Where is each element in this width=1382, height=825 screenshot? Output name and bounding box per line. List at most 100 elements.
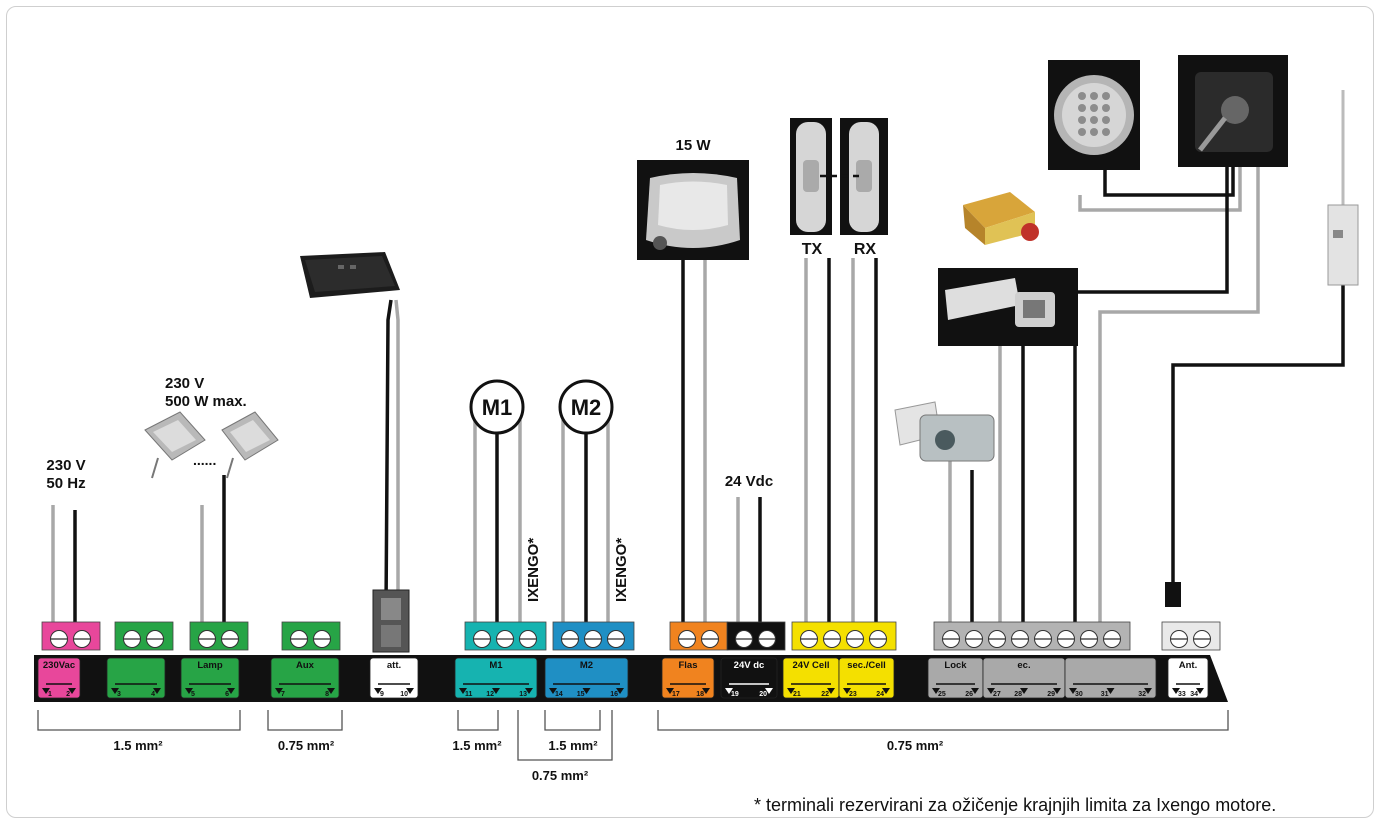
screw-terminal xyxy=(496,630,514,648)
wire xyxy=(1103,160,1235,197)
screw-terminal xyxy=(50,630,68,648)
strip-module: 24V dc 19 20 xyxy=(720,657,778,699)
screw-terminal xyxy=(519,630,537,648)
lamp-label-bottom: 500 W max. xyxy=(165,393,247,410)
terminal-number: 1 xyxy=(48,691,52,698)
flashing-light-icon xyxy=(637,160,749,260)
screw-terminal xyxy=(988,630,1006,648)
antenna-icon xyxy=(1327,90,1359,286)
strip-module-label: Aux xyxy=(296,660,315,671)
terminal-number: 20 xyxy=(759,691,767,698)
screw-terminal xyxy=(198,630,216,648)
bracket xyxy=(37,710,241,731)
power-label-top: 230 V xyxy=(46,457,85,474)
tx-label: TX xyxy=(802,241,823,258)
screw-terminal xyxy=(1080,630,1098,648)
screw-terminal xyxy=(1057,630,1075,648)
terminal-number: 19 xyxy=(731,691,739,698)
wire xyxy=(1098,160,1260,628)
terminal-number: 13 xyxy=(519,691,527,698)
strip-module-label: ec. xyxy=(1017,660,1030,671)
receiver-icon xyxy=(300,252,400,298)
screw-terminal xyxy=(561,630,579,648)
dc24-label: 24 Vdc xyxy=(725,473,773,490)
wire-size-label: 0.75 mm² xyxy=(532,768,589,783)
terminal-number: 5 xyxy=(191,691,195,698)
wire-size-label: 0.75 mm² xyxy=(278,738,335,753)
terminal-number: 25 xyxy=(938,691,946,698)
terminal-number: 2 xyxy=(66,691,70,698)
terminal-number: 26 xyxy=(965,691,973,698)
screw-terminal xyxy=(1193,630,1211,648)
screw-terminal xyxy=(1170,630,1188,648)
strip-module-label: M2 xyxy=(580,660,593,671)
wire-size-label: 0.75 mm² xyxy=(887,738,944,753)
strip-module-label: Lamp xyxy=(197,660,223,671)
motor-m1-icon xyxy=(469,379,525,435)
devices xyxy=(144,55,1359,607)
screw-terminal xyxy=(823,630,841,648)
terminal-number: 32 xyxy=(1138,691,1146,698)
floodlight-icon xyxy=(221,411,279,479)
footnote: * terminali rezervirani za ožičenje kraj… xyxy=(754,795,1277,815)
terminal-number: 22 xyxy=(821,691,829,698)
terminal-number: 8 xyxy=(325,691,329,698)
terminal-number: 18 xyxy=(696,691,704,698)
strip-module: Lock 25 26 xyxy=(927,657,984,699)
strip-module: M1 11 12 13 xyxy=(454,657,538,699)
terminal-number: 7 xyxy=(281,691,285,698)
strip-module-label: sec./Cell xyxy=(847,660,886,671)
bracket xyxy=(457,710,499,731)
lamp-dots: ...... xyxy=(193,452,216,468)
screw-terminal xyxy=(869,630,887,648)
terminal-number: 23 xyxy=(849,691,857,698)
strip-module: 30 31 32 xyxy=(1064,657,1157,699)
screw-terminal xyxy=(123,630,141,648)
screw-terminal xyxy=(1011,630,1029,648)
terminal-number: 29 xyxy=(1047,691,1055,698)
motor-m2-label: M2 xyxy=(571,395,602,420)
strip-module-label: 24V dc xyxy=(734,660,765,671)
terminal-number: 31 xyxy=(1101,691,1109,698)
terminal-number: 21 xyxy=(793,691,801,698)
terminal-number: 34 xyxy=(1190,691,1198,698)
terminal-block xyxy=(933,621,1131,651)
terminal-block xyxy=(189,621,249,651)
terminal-number: 10 xyxy=(400,691,408,698)
terminal-block xyxy=(41,621,101,651)
wire xyxy=(1075,160,1229,294)
terminal-block xyxy=(464,621,547,651)
lamp-label-top: 230 V xyxy=(165,375,204,392)
terminal-block xyxy=(726,621,786,651)
terminal-number: 24 xyxy=(876,691,884,698)
ixengo-label-m1: IXENGO* xyxy=(525,538,542,602)
screw-terminal xyxy=(942,630,960,648)
strip-module-label: 230Vac xyxy=(43,660,75,671)
wires xyxy=(51,160,1345,628)
terminal-block xyxy=(114,621,174,651)
terminal-number: 30 xyxy=(1075,691,1083,698)
wire xyxy=(384,299,393,611)
terminal-number: 14 xyxy=(555,691,563,698)
rx-label: RX xyxy=(854,241,877,258)
battery-icon xyxy=(963,192,1039,245)
terminal-block xyxy=(1161,621,1221,651)
strip-module-label: M1 xyxy=(489,660,503,671)
terminal-blocks xyxy=(41,589,1221,653)
terminal-number: 11 xyxy=(465,691,473,698)
strip-module-label: Lock xyxy=(944,660,967,671)
screw-terminal xyxy=(846,630,864,648)
terminal-number: 12 xyxy=(486,691,494,698)
receiver-connector xyxy=(372,589,410,653)
terminal-number: 9 xyxy=(380,691,384,698)
wire-size-labels: 1.5 mm² 0.75 mm² 1.5 mm² 1.5 mm² 0.75 mm… xyxy=(113,738,943,783)
floodlight-icon xyxy=(144,411,206,479)
antenna-plug-icon xyxy=(1165,582,1181,607)
screw-terminal xyxy=(584,630,602,648)
